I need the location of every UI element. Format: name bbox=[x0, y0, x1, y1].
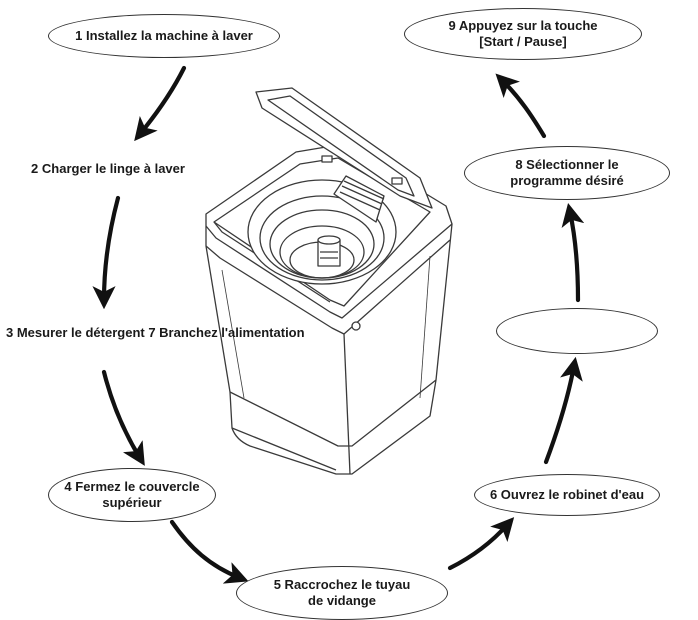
step-5-hang-drain-hose: 5 Raccrochez le tuyau de vidange bbox=[236, 566, 448, 620]
step-7-empty-oval bbox=[496, 308, 658, 354]
step-4-close-lid: 4 Fermez le couvercle supérieur bbox=[48, 468, 216, 522]
step-8-select-program: 8 Sélectionner le programme désiré bbox=[464, 146, 670, 200]
arrow-2-to-3 bbox=[92, 195, 121, 310]
step-1-install-machine: 1 Installez la machine à laver bbox=[48, 14, 280, 58]
arrow-6-to-7 bbox=[543, 356, 583, 465]
arrow-5-to-6 bbox=[447, 517, 515, 571]
washing-machine-icon bbox=[205, 87, 453, 475]
step-3-measure-detergent: 3 Mesurer le détergent 7 Branchez l'alim… bbox=[6, 316, 366, 350]
arrow-1-to-2 bbox=[134, 65, 187, 142]
step-2-load-laundry: 2 Charger le linge à laver bbox=[8, 152, 208, 186]
arrow-4-to-5 bbox=[169, 519, 249, 584]
step-4-label-line1: 4 Fermez le couvercle bbox=[64, 479, 200, 494]
step-1-label: 1 Installez la machine à laver bbox=[75, 28, 253, 43]
step-9-label-line2: [Start / Pause] bbox=[479, 34, 567, 49]
step-9-label-line1: 9 Appuyez sur la touche bbox=[448, 18, 598, 33]
step-3-label: 3 Mesurer le détergent 7 Branchez l'alim… bbox=[6, 325, 305, 340]
arrow-8-to-9 bbox=[495, 73, 547, 139]
step-8-label-line1: 8 Sélectionner le bbox=[515, 157, 619, 172]
step-5-label-line2: de vidange bbox=[308, 593, 376, 608]
step-2-label: 2 Charger le linge à laver bbox=[31, 161, 185, 176]
step-8-label-line2: programme désiré bbox=[510, 173, 624, 188]
step-4-label-line2: supérieur bbox=[102, 495, 162, 510]
step-6-label: 6 Ouvrez le robinet d'eau bbox=[489, 487, 645, 502]
arrow-3-to-4 bbox=[101, 369, 145, 466]
step-6-open-water-tap: 6 Ouvrez le robinet d'eau bbox=[474, 474, 660, 516]
arrow-7-to-8 bbox=[561, 202, 585, 303]
flow-arrows bbox=[92, 65, 585, 584]
step-9-press-start: 9 Appuyez sur la touche [Start / Pause] bbox=[404, 8, 642, 60]
step-5-label-line1: 5 Raccrochez le tuyau bbox=[273, 577, 411, 592]
